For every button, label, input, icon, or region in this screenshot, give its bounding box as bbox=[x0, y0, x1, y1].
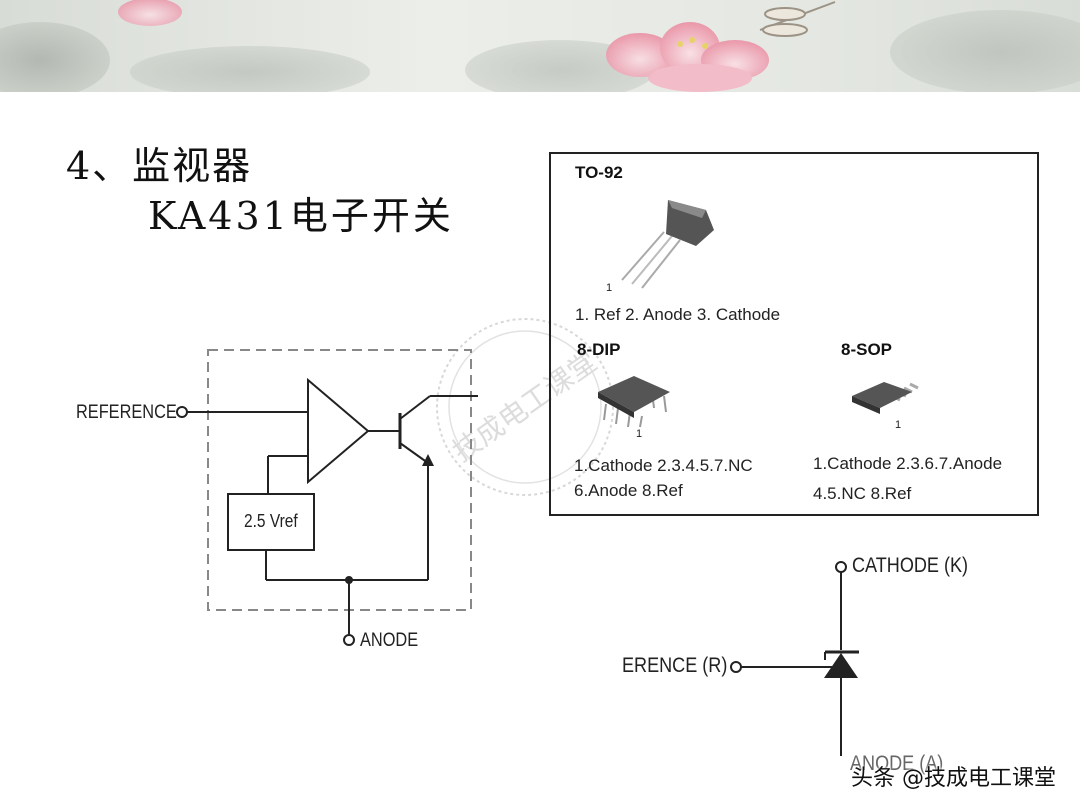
reference-terminal bbox=[176, 406, 188, 418]
comparator-opamp bbox=[307, 377, 370, 485]
dip8-pins-line1: 1.Cathode 2.3.4.5.7.NC bbox=[574, 456, 753, 475]
dip8-package-icon bbox=[598, 376, 670, 428]
decorative-banner bbox=[0, 0, 1080, 92]
sop8-title: 8-SOP bbox=[841, 340, 893, 359]
symbol-reference-label: ERENCE (R) bbox=[622, 654, 728, 677]
cathode-label: CATHODE (K) bbox=[852, 554, 969, 577]
to92-title: TO-92 bbox=[575, 163, 623, 182]
cathode-terminal bbox=[835, 561, 847, 573]
dip8-title: 8-DIP bbox=[577, 340, 621, 359]
package-info-box bbox=[549, 152, 1039, 516]
footer-credit: 头条 @技成电工课堂 bbox=[851, 766, 1056, 791]
to92-package-icon bbox=[621, 200, 714, 289]
reference-label: REFERENCE bbox=[76, 402, 177, 423]
vref-label: 2.5 Vref bbox=[244, 511, 298, 531]
slide-heading-subtitle: KA431电子开关 bbox=[148, 194, 454, 238]
to92-pin1-marker: 1 bbox=[606, 282, 613, 294]
anode-terminal bbox=[343, 634, 355, 646]
junction-dot bbox=[345, 576, 353, 584]
diode-triangle bbox=[824, 653, 858, 678]
sop8-pin1-marker: 1 bbox=[895, 419, 902, 431]
sop8-pins-line1: 1.Cathode 2.3.6.7.Anode bbox=[813, 454, 1003, 473]
symbol-anode-label: ANODE (A) bbox=[850, 752, 944, 775]
anode-label: ANODE bbox=[360, 630, 419, 651]
symbol-reference-terminal bbox=[730, 661, 742, 673]
dip8-pin1-marker: 1 bbox=[636, 428, 643, 440]
dip8-pins-line2: 6.Anode 8.Ref bbox=[574, 481, 683, 500]
sop8-package-icon bbox=[852, 382, 919, 414]
sop8-pins-line2: 4.5.NC 8.Ref bbox=[813, 484, 912, 503]
to92-pins: 1. Ref 2. Anode 3. Cathode bbox=[575, 305, 781, 324]
slide-heading-number: 4、监视器 bbox=[66, 144, 253, 188]
